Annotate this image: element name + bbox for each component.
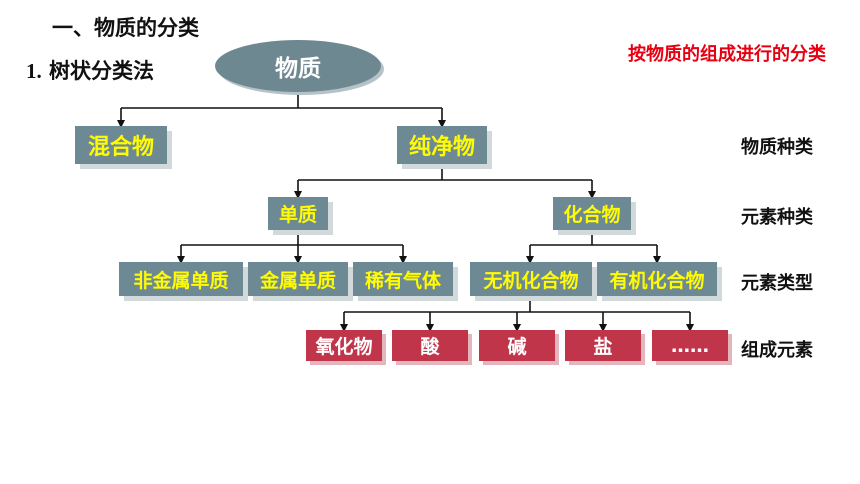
classification-note: 按物质的组成进行的分类 [628,44,826,65]
root-node: 物质 [215,40,381,92]
leaf-oxide: 氧化物 [306,330,382,361]
leaf-ellipsis: …… [652,330,728,361]
connector-root [117,92,446,128]
node-noble-gas: 稀有气体 [353,262,453,296]
connector-compound [526,230,661,264]
row-label-composition: 组成元素 [741,340,813,361]
leaf-acid: 酸 [392,330,468,361]
leaf-base: 碱 [479,330,555,361]
method-text: 树状分类法 [41,59,155,83]
node-element-substance: 单质 [268,197,328,230]
row-label-substance-type: 物质种类 [741,137,813,158]
node-nonmetal-element: 非金属单质 [119,262,243,296]
row-label-element-type: 元素种类 [741,207,813,228]
node-compound: 化合物 [553,197,631,230]
connector-inorganic [340,296,694,332]
node-inorganic-compound: 无机化合物 [470,262,592,296]
method-title: 1. 树状分类法 [26,55,154,85]
node-pure-substance: 纯净物 [397,126,487,164]
row-label-element-category: 元素类型 [741,273,813,294]
connector-pure [294,164,596,199]
section-heading: 一、物质的分类 [52,16,199,40]
leaf-salt: 盐 [565,330,641,361]
node-organic-compound: 有机化合物 [597,262,717,296]
node-metal-element: 金属单质 [248,262,348,296]
node-mixture: 混合物 [75,126,167,164]
connector-element [177,230,407,264]
method-number: 1. [26,59,42,83]
